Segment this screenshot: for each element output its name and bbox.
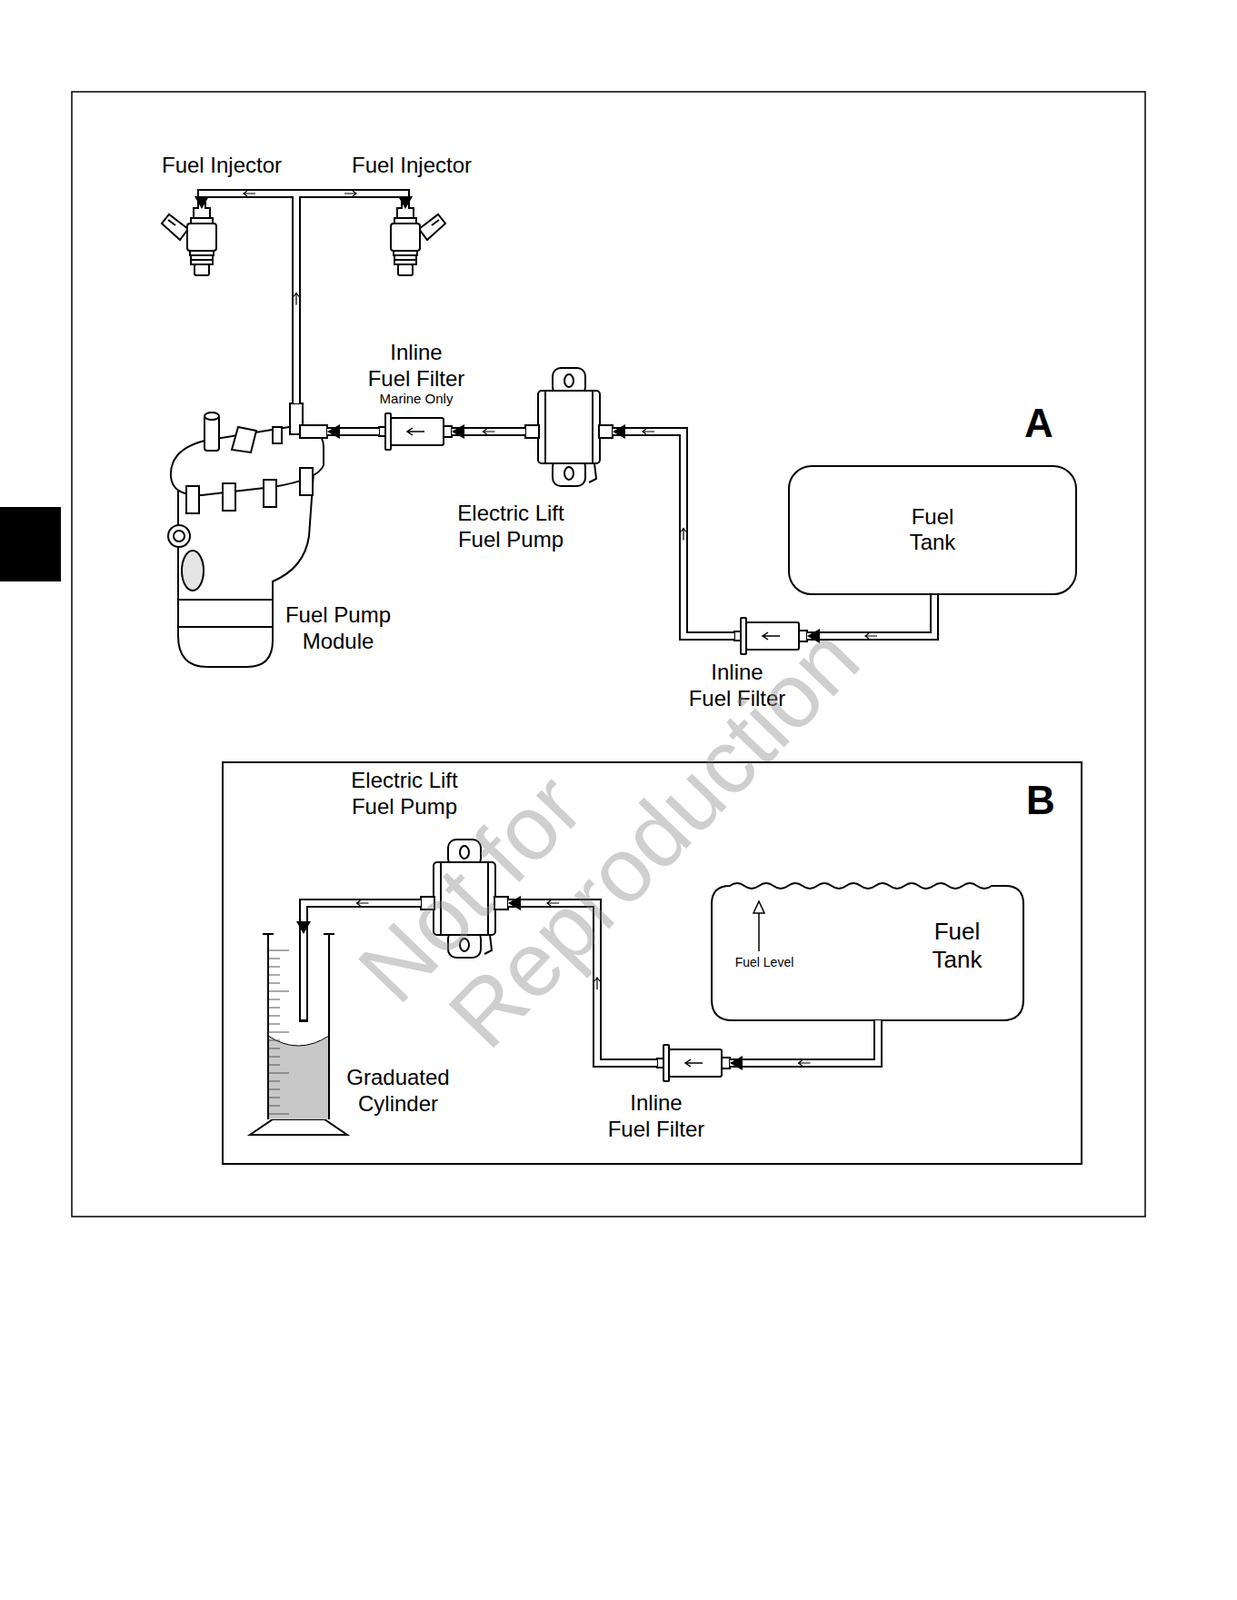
part-label: Electric Lift Fuel Pump (348, 768, 462, 821)
electric-lift-pump: Electric Lift Fuel Pump (420, 839, 509, 959)
fuel-line (612, 431, 735, 637)
fuel-pump-module-drawing (168, 403, 328, 668)
fuel-line (201, 193, 297, 404)
part-label: Inline Fuel Filter (366, 339, 466, 393)
fuel-line (327, 424, 380, 439)
part-label: Electric Lift Fuel Pump (454, 500, 569, 554)
test-panel: BElectric Lift Fuel PumpFuel TankGraduat… (221, 761, 1083, 1166)
fuel-tank: Fuel Tank (788, 465, 1078, 596)
inline-fuel-filter: Inline Fuel Filter (657, 1045, 730, 1082)
fuel-injector-drawing (161, 208, 446, 276)
fuel-line (729, 1020, 878, 1071)
part-label: Fuel Tank (901, 504, 963, 558)
section-tab (0, 507, 61, 582)
inline-fuel-filter: Inline Fuel Filter (734, 618, 808, 655)
part-label: Inline Fuel Filter (606, 1090, 706, 1144)
part-label: Fuel Injector (351, 152, 472, 180)
fuel-level-arrow (753, 901, 765, 952)
fuel-pump-module: Fuel Pump Module (163, 403, 328, 669)
part-label: Fuel Injector (161, 152, 282, 180)
fuel-line (296, 900, 421, 935)
fuel-injector: Fuel Injector (377, 209, 434, 276)
part-label: Fuel Tank (924, 917, 991, 975)
fuel-line (508, 903, 658, 1064)
fuel-line (807, 595, 935, 644)
graduated-cylinder: Graduated Cylinder (249, 934, 348, 1136)
fuel-tank: Fuel Tank (711, 879, 1024, 1021)
electric-lift-pump: Electric Lift Fuel Pump (525, 368, 613, 488)
part-label: Marine Only (379, 390, 454, 408)
fuel-line (508, 896, 658, 1064)
fuel-line (194, 190, 300, 404)
fuel-injector: Fuel Injector (163, 209, 240, 276)
part-label: B (1026, 777, 1056, 826)
fuel-line (729, 1020, 878, 1064)
graduated-cylinder-drawing (249, 934, 348, 1136)
inline-fuel-filter: Inline Fuel FilterMarine Only (379, 413, 452, 450)
watermark: Reproduction (432, 610, 874, 1063)
lift-pump-drawing (420, 368, 613, 958)
fuel-line (807, 595, 935, 637)
section-letter: A (1024, 399, 1054, 449)
fuel-line (303, 903, 421, 935)
part-label: Inline Fuel Filter (687, 659, 787, 713)
fuel-tank-outline (711, 883, 1024, 1021)
part-label: Graduated Cylinder (341, 1065, 456, 1118)
fuel-line (612, 424, 735, 637)
part-label: Fuel Pump Module (281, 602, 396, 656)
fuel-level-label: Fuel Level (735, 955, 795, 971)
fuel-line (451, 424, 526, 439)
outer-frame (71, 91, 1146, 1218)
